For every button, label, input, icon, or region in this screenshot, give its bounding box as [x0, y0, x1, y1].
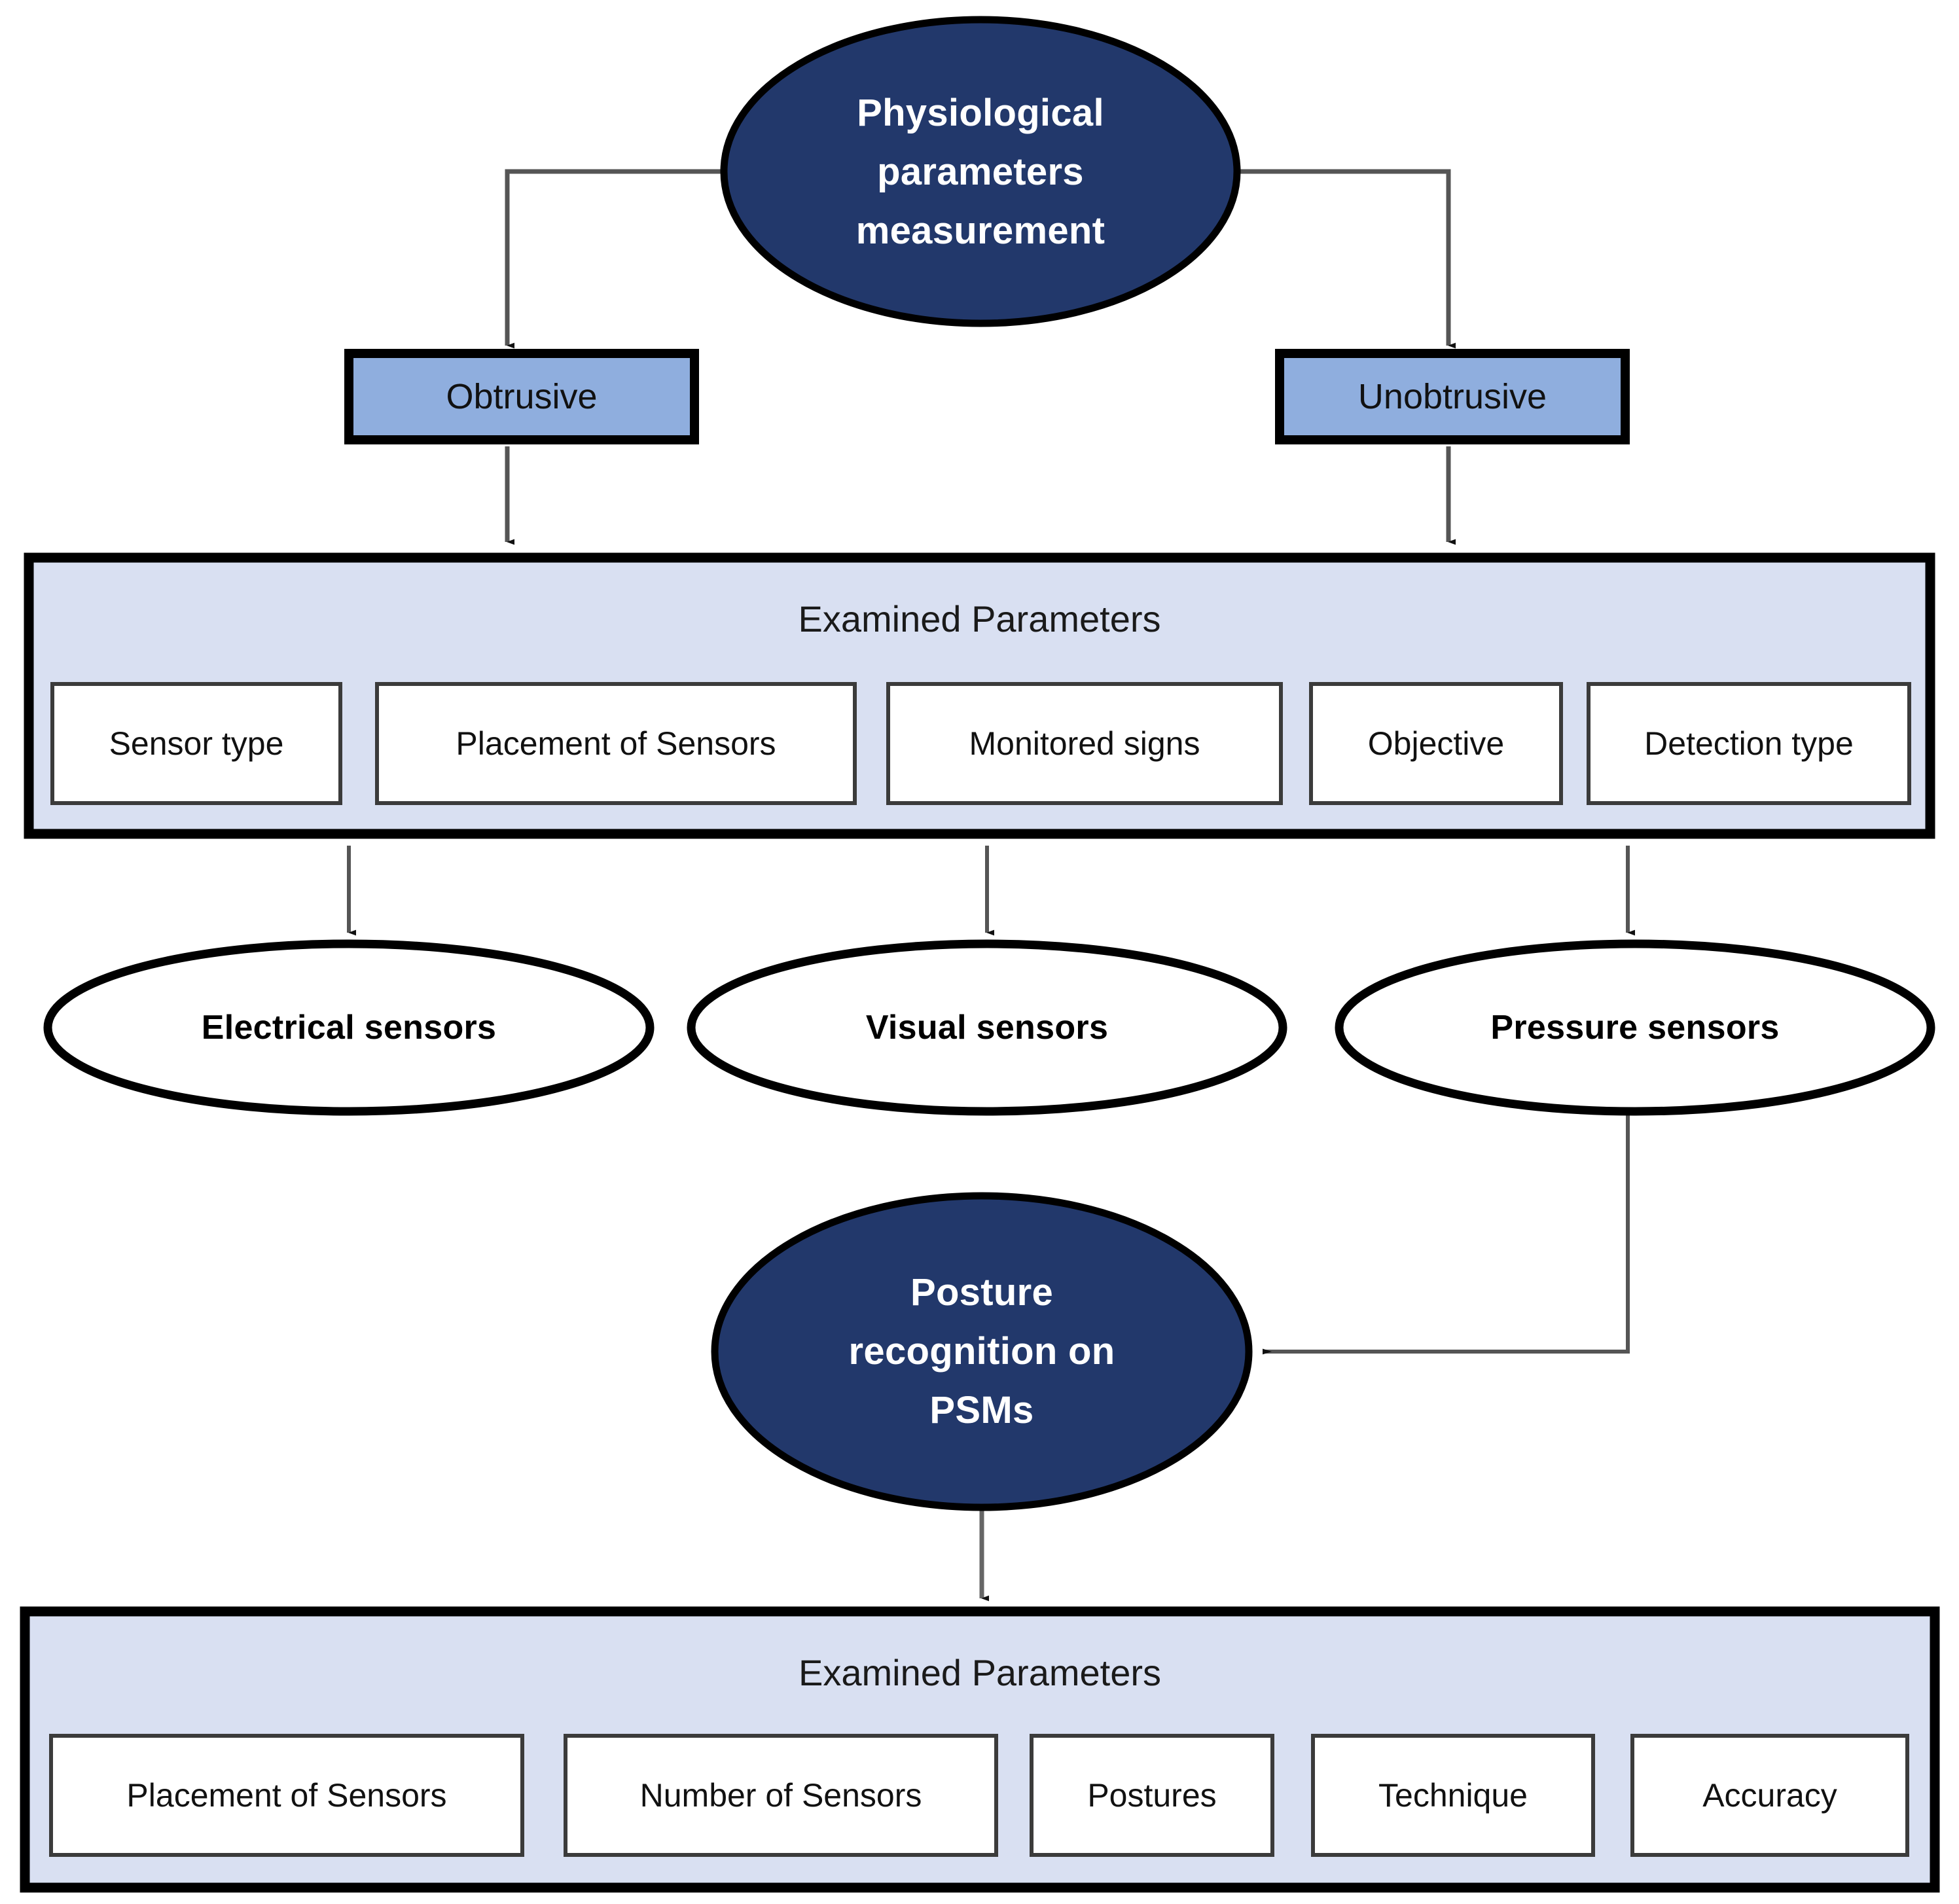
- param-box-technique[interactable]: [1311, 1734, 1595, 1857]
- param-box-placement-of-sensors-bottom[interactable]: [49, 1734, 524, 1857]
- param-box-accuracy[interactable]: [1630, 1734, 1909, 1857]
- node-obtrusive[interactable]: [344, 349, 699, 444]
- node-visual-sensors[interactable]: [687, 939, 1287, 1116]
- param-box-detection-type[interactable]: [1587, 682, 1911, 805]
- node-unobtrusive[interactable]: [1275, 349, 1630, 444]
- connector-pressure-sensors-to-posture: [1263, 1113, 1630, 1355]
- node-pressure-sensors[interactable]: [1335, 939, 1935, 1116]
- node-electrical-sensors[interactable]: [43, 939, 655, 1116]
- param-box-postures[interactable]: [1030, 1734, 1274, 1857]
- param-box-sensor-type[interactable]: [50, 682, 342, 805]
- param-box-objective[interactable]: [1309, 682, 1563, 805]
- param-box-number-of-sensors[interactable]: [564, 1734, 998, 1857]
- connector-root-to-unobtrusive: [1236, 169, 1456, 349]
- node-posture-recognition-on-psms[interactable]: [711, 1192, 1253, 1511]
- node-physiological-parameters-measurement[interactable]: [720, 16, 1241, 327]
- param-box-monitored-signs[interactable]: [886, 682, 1283, 805]
- param-box-placement-of-sensors[interactable]: [375, 682, 857, 805]
- connector-root-to-obtrusive: [505, 169, 725, 349]
